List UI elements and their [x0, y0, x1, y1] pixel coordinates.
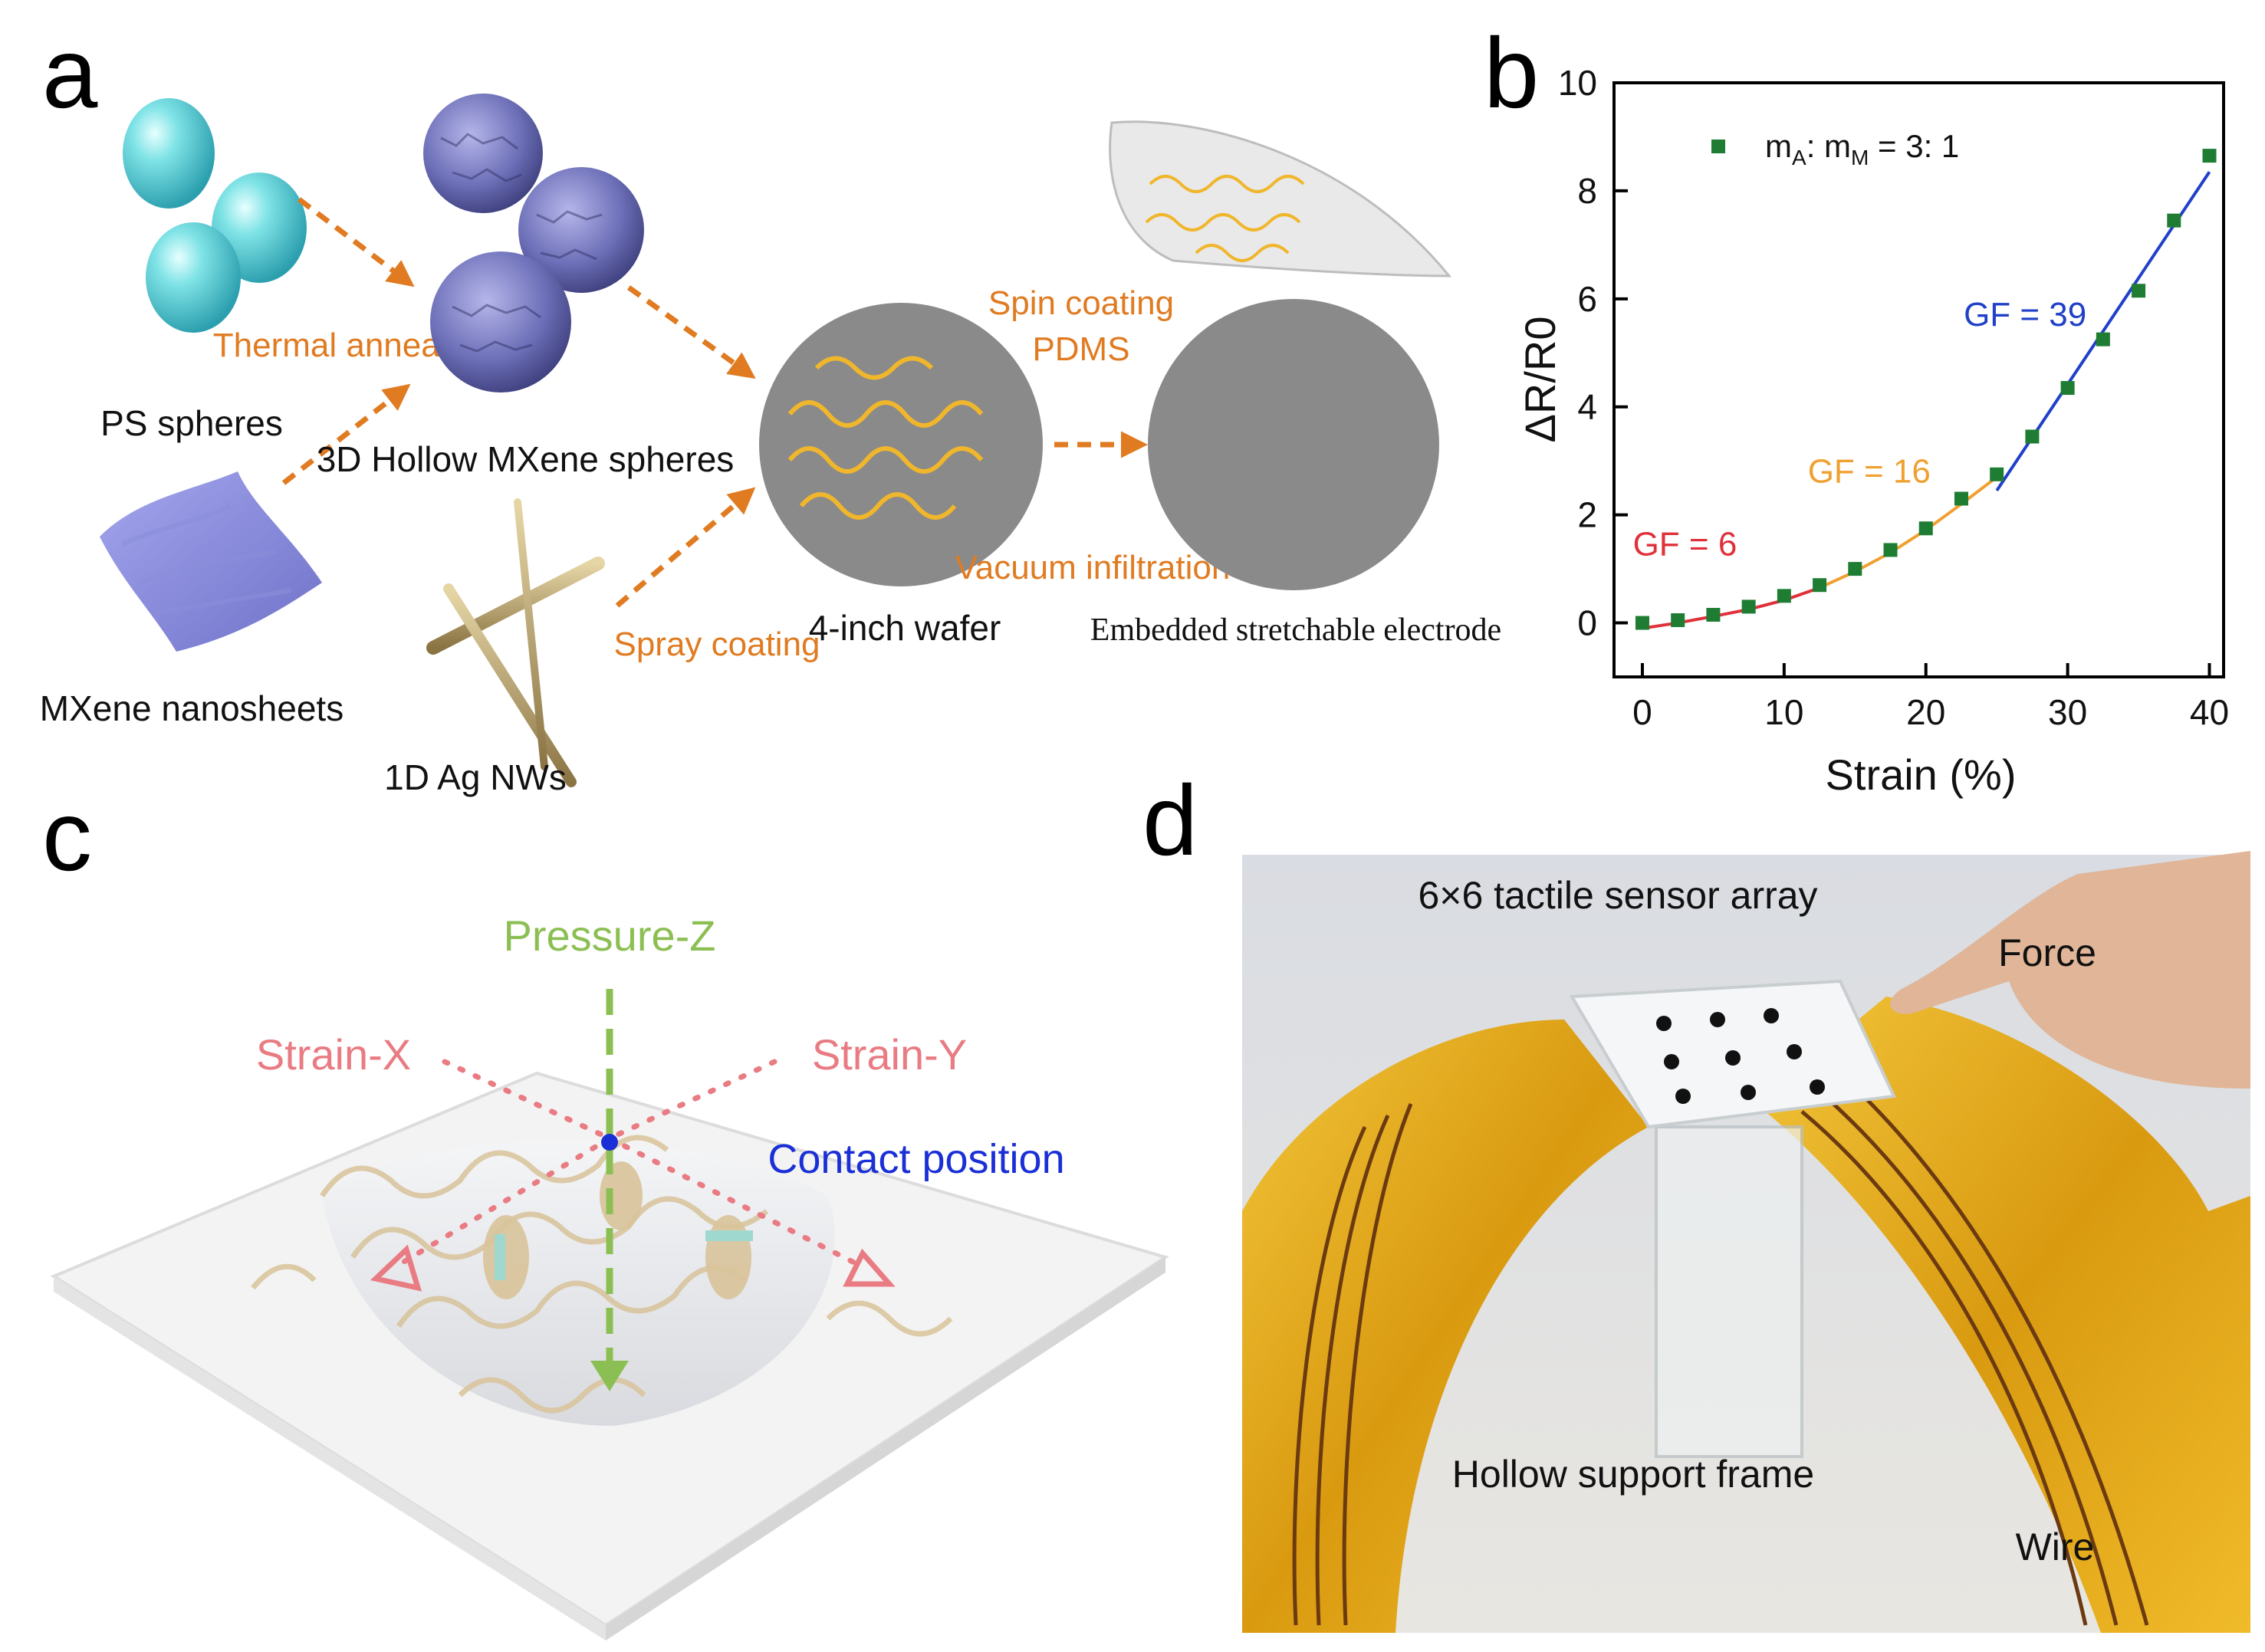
strain-y-marker [843, 1248, 896, 1287]
support-frame-label: Hollow support frame [1452, 1453, 1814, 1496]
y-axis-label: ΔR/R0 [1516, 317, 1564, 443]
data-point [2202, 149, 2217, 163]
electrode-label: Embedded stretchable electrode [1090, 613, 1501, 648]
ag-nws-label: 1D Ag NWs [384, 757, 567, 797]
hollow-spheres-label: 3D Hollow MXene spheres [317, 439, 735, 479]
arrow-hollow-to-wafer [626, 285, 756, 379]
arrow-ps-to-hollow [297, 197, 415, 287]
wafer-label: 4-inch wafer [809, 608, 1001, 648]
x-tick-label: 0 [1632, 692, 1652, 732]
contact-position-label: Contact position [768, 1136, 1064, 1182]
wafer-illustration [759, 303, 1043, 586]
gf-annotation: GF = 6 [1633, 525, 1737, 563]
strain-dotted-lines [396, 1059, 862, 1268]
panel-d-label: d [1142, 764, 1198, 876]
vacuum-infiltration-label: Vacuum infiltration [955, 549, 1231, 586]
fit-line [1642, 586, 1820, 630]
strain-chart: 0 10 20 30 40 0 2 4 6 8 10 GF = 6 GF = 16 GF = 39 mA… [1516, 63, 2229, 799]
data-point [2132, 284, 2146, 298]
x-tick-label: 10 [1764, 692, 1803, 732]
y-tick-label: 10 [1558, 63, 1597, 103]
ps-spheres-label: PS spheres [100, 403, 283, 443]
legend: mA: mM = 3: 1 [1711, 128, 1959, 169]
spray-coating-label: Spray coating [613, 626, 820, 663]
panel-a-label: a [42, 17, 98, 129]
arrow-ag-to-wafer [615, 487, 756, 608]
gf-annotation: GF = 39 [1964, 296, 2086, 333]
sensor-array-label: 6×6 tactile sensor array [1418, 874, 1817, 917]
panel-b: b 0 10 20 30 40 0 2 4 6 8 10 GF = 6 GF = 16 GF = 39 … [1484, 17, 2229, 799]
electrode-illustration [1109, 120, 1452, 590]
panel-c: c Pressure-Z Strain-X Strain-Y [42, 780, 1169, 1641]
data-points [1635, 149, 2217, 630]
sensor-photo [1242, 851, 2250, 1633]
force-label: Force [1998, 931, 2096, 974]
legend-text: mA: mM = 3: 1 [1765, 128, 1959, 169]
ag-nanowires-illustration [426, 498, 605, 787]
data-point [2096, 332, 2110, 346]
panel-c-label: c [42, 780, 92, 892]
data-point [1635, 616, 1649, 630]
x-tick-label: 20 [1906, 692, 1945, 732]
plot-frame [1612, 81, 2225, 678]
fit-line [1819, 475, 1998, 590]
panel-a: a PS spheres MXene nanosheets Thermal an… [40, 17, 1501, 797]
data-point [2060, 381, 2075, 396]
data-point [1671, 613, 1685, 628]
data-point [2167, 213, 2181, 228]
ps-spheres-illustration [123, 98, 307, 333]
y-tick-label: 6 [1577, 279, 1597, 319]
y-tick-label: 8 [1577, 171, 1597, 211]
mxene-nanosheet-illustration [100, 471, 322, 652]
data-point [1813, 578, 1827, 593]
data-point [1848, 562, 1862, 576]
y-tick-label: 2 [1577, 495, 1597, 535]
annotations: GF = 6 GF = 16 GF = 39 [1633, 296, 2087, 563]
panel-d: d 6×6 tactile sensor array Forc [1142, 764, 2250, 1633]
data-point [1954, 491, 1968, 506]
pressure-z-label: Pressure-Z [504, 911, 716, 960]
spin-coating-label: Spin coating [988, 284, 1174, 322]
hollow-mxene-spheres-illustration [423, 94, 644, 392]
pressure-arrowhead [590, 1361, 629, 1391]
mxene-nanosheets-label: MXene nanosheets [40, 688, 344, 728]
data-point [2025, 429, 2040, 444]
data-point [1883, 543, 1898, 557]
data-point [1990, 467, 2004, 481]
data-point [1741, 599, 1756, 614]
strain-x-label: Strain-X [256, 1030, 411, 1079]
data-point [1918, 521, 1933, 536]
legend-marker [1711, 140, 1725, 153]
arrow-sheet-to-hollow [281, 383, 411, 485]
y-tick-label: 4 [1577, 387, 1597, 427]
contact-point [601, 1134, 618, 1151]
gf-annotation: GF = 16 [1808, 452, 1931, 490]
wire-label: Wire [2016, 1526, 2095, 1568]
axis-ticks: 0 10 20 30 40 0 2 4 6 8 10 [1558, 63, 2229, 732]
pdms-label: PDMS [1032, 330, 1129, 368]
panel-b-label: b [1484, 17, 1539, 129]
x-tick-label: 40 [2190, 692, 2229, 732]
data-point [1777, 589, 1791, 603]
data-point [1706, 607, 1721, 622]
x-axis-label: Strain (%) [1826, 750, 2017, 799]
strain-x-marker [370, 1244, 422, 1292]
strain-y-label: Strain-Y [812, 1030, 967, 1079]
x-tick-label: 30 [2048, 692, 2087, 732]
y-tick-label: 0 [1577, 603, 1597, 643]
